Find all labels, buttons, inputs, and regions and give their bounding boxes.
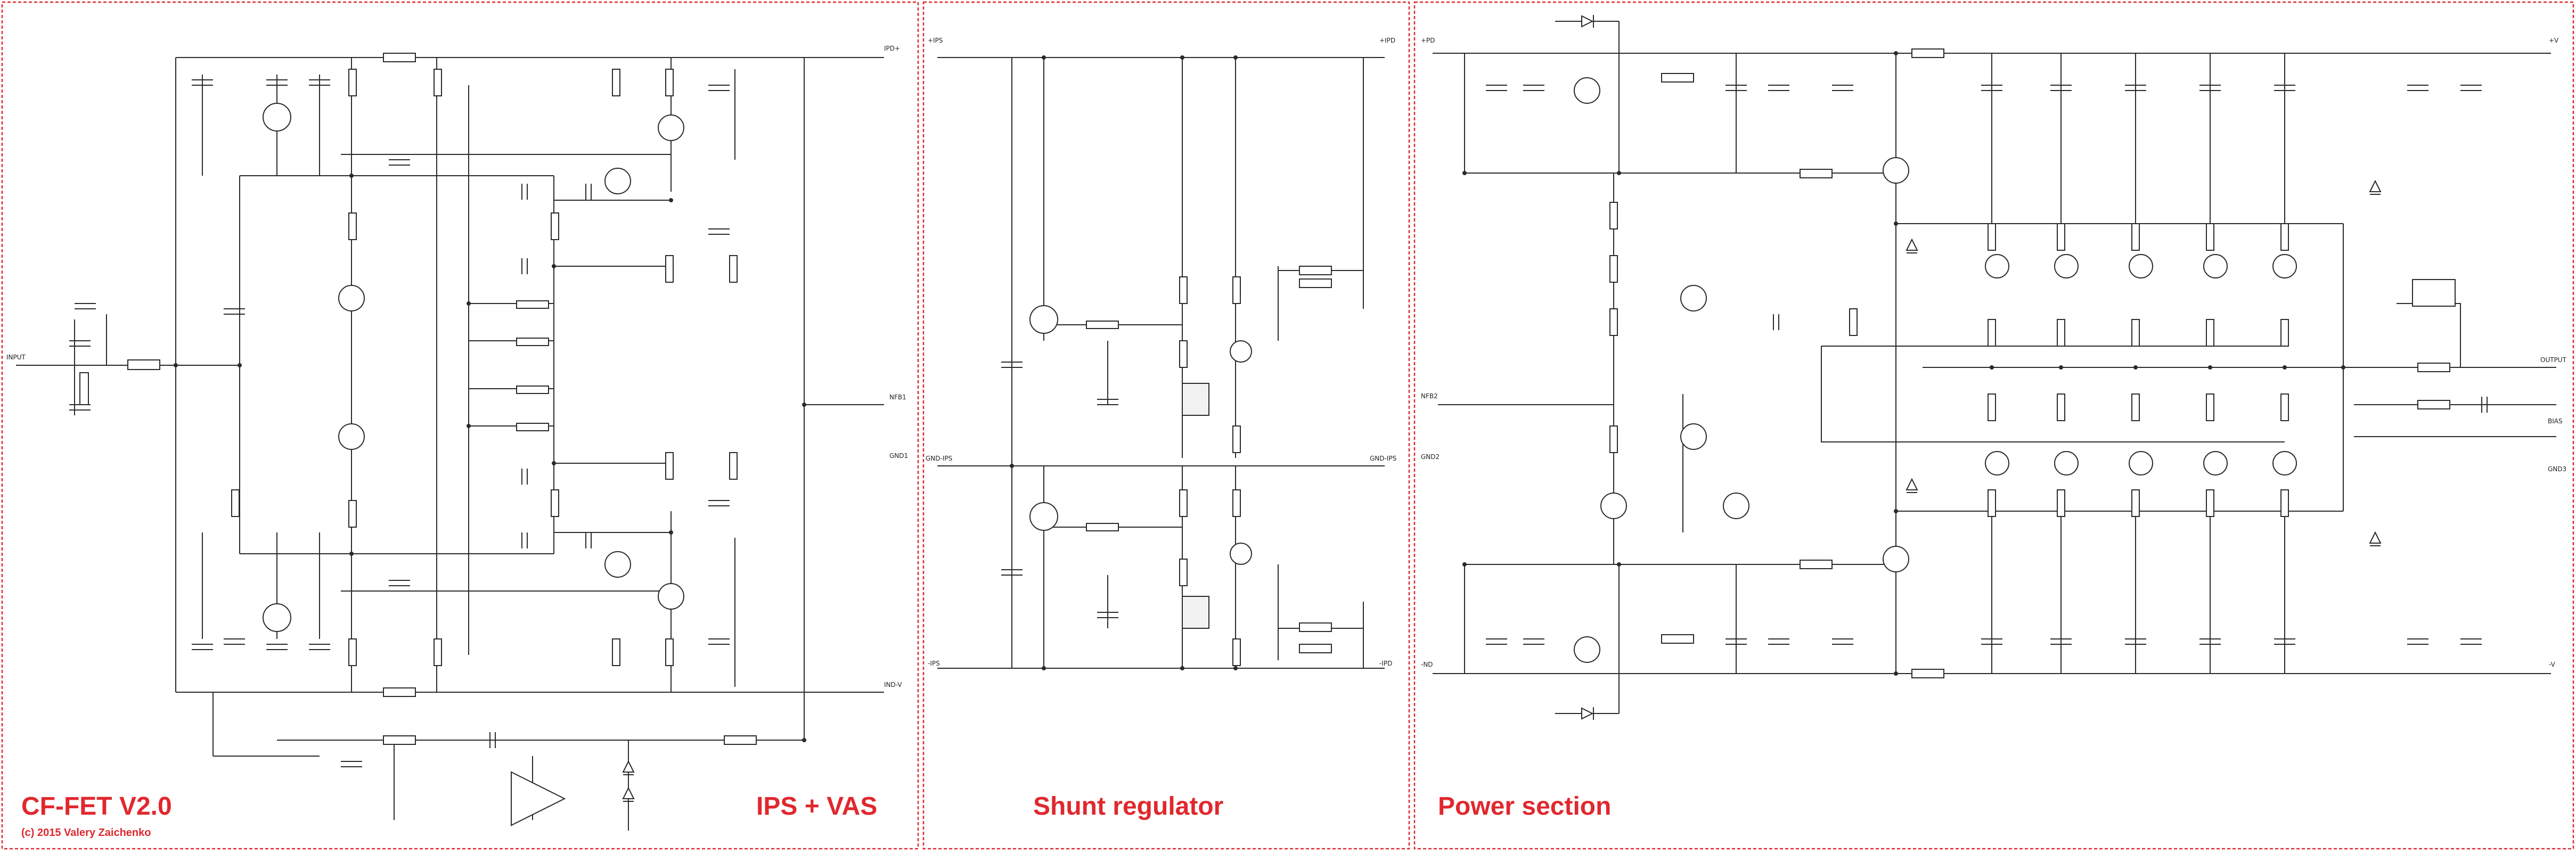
port-in-pos: +IPS xyxy=(928,37,943,44)
port-nfb2: NFB2 xyxy=(1421,392,1438,400)
port-gnd2: GND2 xyxy=(1421,453,1440,461)
port-v-neg: -V xyxy=(2549,661,2556,668)
port-output: OUTPUT xyxy=(2540,356,2567,364)
port-input: INPUT xyxy=(6,354,26,361)
port-gnd1: GND1 xyxy=(889,452,908,460)
power-junctions xyxy=(1462,51,2345,676)
sheet-title-power: Power section xyxy=(1438,792,1611,821)
port-nd-neg: -ND xyxy=(1421,661,1433,668)
shunt-wiring xyxy=(937,57,1385,669)
shunt-ports: +IPS +IPD -IPS -IPD GND-IPS GND-IPS xyxy=(926,37,1396,667)
port-ind-neg: IND-V xyxy=(884,681,902,688)
project-title: CF-FET V2.0 xyxy=(21,792,172,821)
port-nfb1: NFB1 xyxy=(889,393,906,401)
port-gnd-in: GND-IPS xyxy=(926,455,952,462)
port-gnd3: GND3 xyxy=(2548,465,2566,473)
port-pd-pos: +PD xyxy=(1421,37,1435,44)
sheet-frame-shunt-regulator xyxy=(922,1,1410,850)
sheet-frame-ips-vas xyxy=(1,1,919,850)
ips-ports: INPUT IPD+ IND-V NFB1 GND1 xyxy=(6,45,908,688)
sheet-title-ips-vas: IPS + VAS xyxy=(756,792,877,821)
port-in-neg: -IPS xyxy=(928,660,940,667)
shunt-junctions xyxy=(1010,55,1238,670)
port-ipd-pos: IPD+ xyxy=(884,45,900,52)
ips-vas-junctions xyxy=(174,174,806,742)
port-out-neg: -IPD xyxy=(1379,660,1392,667)
power-ports: +PD +V -ND -V NFB2 GND2 OUTPUT BIAS GND3 xyxy=(1421,37,2567,668)
port-v-pos: +V xyxy=(2549,37,2559,44)
power-components xyxy=(1486,15,2488,720)
port-gnd-out: GND-IPS xyxy=(1370,455,1396,462)
port-out-pos: +IPD xyxy=(1379,37,1395,44)
project-copyright: (c) 2015 Valery Zaichenko xyxy=(21,827,151,839)
sheet-title-shunt: Shunt regulator xyxy=(1033,792,1223,821)
power-wiring xyxy=(1433,21,2556,714)
shunt-components xyxy=(1001,266,1332,666)
port-bias: BIAS xyxy=(2548,417,2563,425)
ips-vas-components xyxy=(69,53,757,826)
ips-vas-wiring xyxy=(16,57,884,831)
sheet-frame-power-section xyxy=(1413,1,2574,850)
